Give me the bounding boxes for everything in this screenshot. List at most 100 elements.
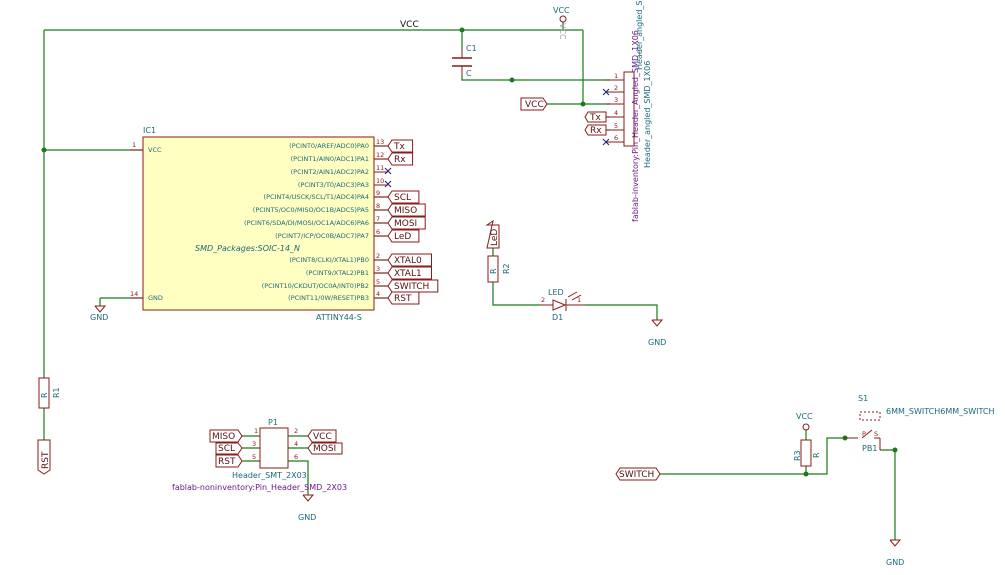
ic-net-label-text: Rx [394, 155, 406, 165]
resistor-r1: R R1 [38, 377, 61, 409]
svg-text:R1: R1 [52, 387, 61, 398]
svg-text:VCC: VCC [313, 432, 332, 442]
power-gnd-ic-label: GND [90, 313, 108, 322]
power-vcc-ftdi-label: VCC [553, 6, 570, 15]
label-switch: SWITCH [615, 467, 661, 481]
ic-net-label: RST [387, 291, 420, 305]
ic-net-label: XTAL1 [387, 266, 432, 280]
svg-text:SWITCH: SWITCH [619, 470, 654, 480]
svg-text:MISO: MISO [212, 432, 235, 442]
ic-pin-name: (PCINT9/XTAL2)PB1 [306, 269, 369, 277]
ftdi-pin-6: 6 [614, 134, 618, 142]
switch-ref: S1 [858, 394, 868, 403]
label-rx-ftdi: Rx [584, 124, 607, 136]
ic-net-label: SCL [387, 190, 420, 204]
ic-pin-vcc: VCC [148, 146, 162, 154]
isp-header: 1 2 3 4 5 6 P1 Header_SMT_2X03 fablab-no… [172, 418, 347, 492]
isp-footprint: fablab-noninventory:Pin_Header_SMD_2X03 [172, 483, 347, 492]
ftdi-pin-5: 5 [614, 122, 618, 130]
ic-net-label-text: Tx [393, 142, 405, 152]
ftdi-pins: 1 2 3 4 5 6 [606, 72, 624, 143]
no-connect-markers [384, 88, 610, 188]
ic-net-label-text: SCL [394, 193, 411, 203]
ic-net-label: XTAL0 [387, 253, 432, 267]
ic-pin-number: 6 [376, 228, 380, 236]
ic-attiny44: IC1 ATTINY44-S SMD_Packages:SOIC-14_N 1 … [130, 126, 375, 322]
svg-text:R3: R3 [793, 450, 802, 461]
ftdi-value-top: Header_angled_SMD_1X06 [635, 0, 644, 70]
ic-pin-name: (PCINT4/USCK/SCL/T1/ADC4)PA4 [264, 193, 369, 201]
ftdi-pin-2: 2 [614, 84, 618, 92]
svg-text:4: 4 [294, 440, 298, 448]
svg-text:6: 6 [294, 453, 298, 461]
power-gnd-ic: GND [90, 305, 108, 322]
resistor-r2: R R2 [487, 255, 511, 283]
svg-text:MOSI: MOSI [313, 444, 336, 454]
power-gnd-isp: GND [298, 494, 316, 522]
ic-net-label-text: XTAL1 [394, 269, 422, 279]
ic-pin-name: (PCINT1/AIN0/ADC1)PA1 [291, 155, 369, 163]
power-gnd-led: GND [648, 319, 666, 347]
led-ref: D1 [552, 313, 563, 322]
svg-text:5: 5 [252, 453, 256, 461]
svg-text:Rx: Rx [590, 126, 602, 136]
ic-pin-name: (PCINT10/CKDUT/OC0A/INT0)PB2 [262, 282, 369, 290]
ic-pin-name: (PCINT2/AIN1/ADC2)PA2 [291, 168, 369, 176]
ftdi-pin-4: 4 [614, 109, 618, 117]
ic-package: SMD_Packages:SOIC-14_N [195, 244, 300, 253]
ftdi-pin-1: 1 [614, 72, 618, 80]
svg-text:SCL: SCL [218, 444, 235, 454]
ic-pin-number: 7 [376, 215, 380, 223]
ic-pin-number: 4 [376, 290, 380, 298]
ic-pin-number: 3 [376, 265, 380, 273]
svg-text:R2: R2 [502, 263, 511, 274]
label-vcc-ftdi: VCC [520, 97, 548, 111]
ic-net-label-text: MISO [394, 206, 417, 216]
svg-text:P: P [862, 430, 866, 438]
label-vcc-isp: VCC [307, 429, 337, 443]
ic-pin-name: (PCINT8/CLKI/XTAL1)PB0 [289, 256, 369, 264]
svg-text:RST: RST [218, 457, 236, 467]
net-label-vcc: VCC [400, 20, 419, 30]
isp-value: Header_SMT_2X03 [232, 471, 307, 480]
isp-ref: P1 [268, 418, 278, 427]
ftdi-header: 1 2 3 4 5 6 fablab-inventory:Pin_Header_… [384, 0, 652, 222]
label-tx-ftdi: Tx [584, 111, 607, 123]
ic-pin-number: 9 [376, 189, 380, 197]
ic-pin-name: (PCINT3/T0/ADC3)PA3 [298, 181, 369, 189]
c1-value: C [466, 69, 472, 78]
ic-pin-name: (PCINT7/ICP/OC0B/ADC7)PA7 [275, 232, 369, 240]
svg-text:GND: GND [648, 338, 666, 347]
ic-net-label-text: SWITCH [394, 282, 429, 292]
switch-s1: S1 6MM_SWITCH6MM_SWITCH PB1 P S [845, 394, 995, 453]
svg-text:S: S [874, 430, 878, 438]
ic-net-label-text: XTAL0 [394, 256, 422, 266]
ic-pin-number: 8 [376, 202, 380, 210]
ic-net-label: MOSI [387, 216, 426, 230]
label-rst-r1: RST [37, 439, 51, 475]
ftdi-footprint: fablab-inventory:Pin_Header_Angled_SMD_1… [631, 30, 640, 222]
ic-net-label-text: RST [394, 294, 412, 304]
label-miso-isp: MISO [209, 429, 243, 443]
label-led-r2: LeD [485, 219, 500, 249]
switch-sub: PB1 [862, 444, 877, 453]
ic-net-label: SWITCH [387, 279, 439, 293]
ic-pin-14: 14 [130, 290, 138, 298]
capacitor-c1: C1 C [452, 44, 477, 78]
ic-net-label: Rx [387, 152, 414, 166]
led-value: LED [548, 288, 564, 297]
svg-text:2: 2 [294, 427, 298, 435]
svg-text:R: R [812, 452, 821, 458]
svg-text:GND: GND [886, 558, 904, 567]
power-gnd-switch: GND [886, 539, 904, 567]
ic-pin-name: (PCINT0/AREF/ADC0)PA0 [289, 142, 369, 150]
ic-net-label-text: MOSI [394, 219, 417, 229]
ic-pin-number: 13 [376, 138, 384, 146]
label-rst-isp: RST [215, 454, 243, 468]
ic-pin-name: (PCINT11/0W/RESET)PB3 [288, 294, 369, 302]
svg-text:2: 2 [541, 296, 545, 304]
ftdi-pin-3: 3 [614, 96, 618, 104]
power-vcc-ftdi-hidden: VCC [558, 23, 567, 40]
